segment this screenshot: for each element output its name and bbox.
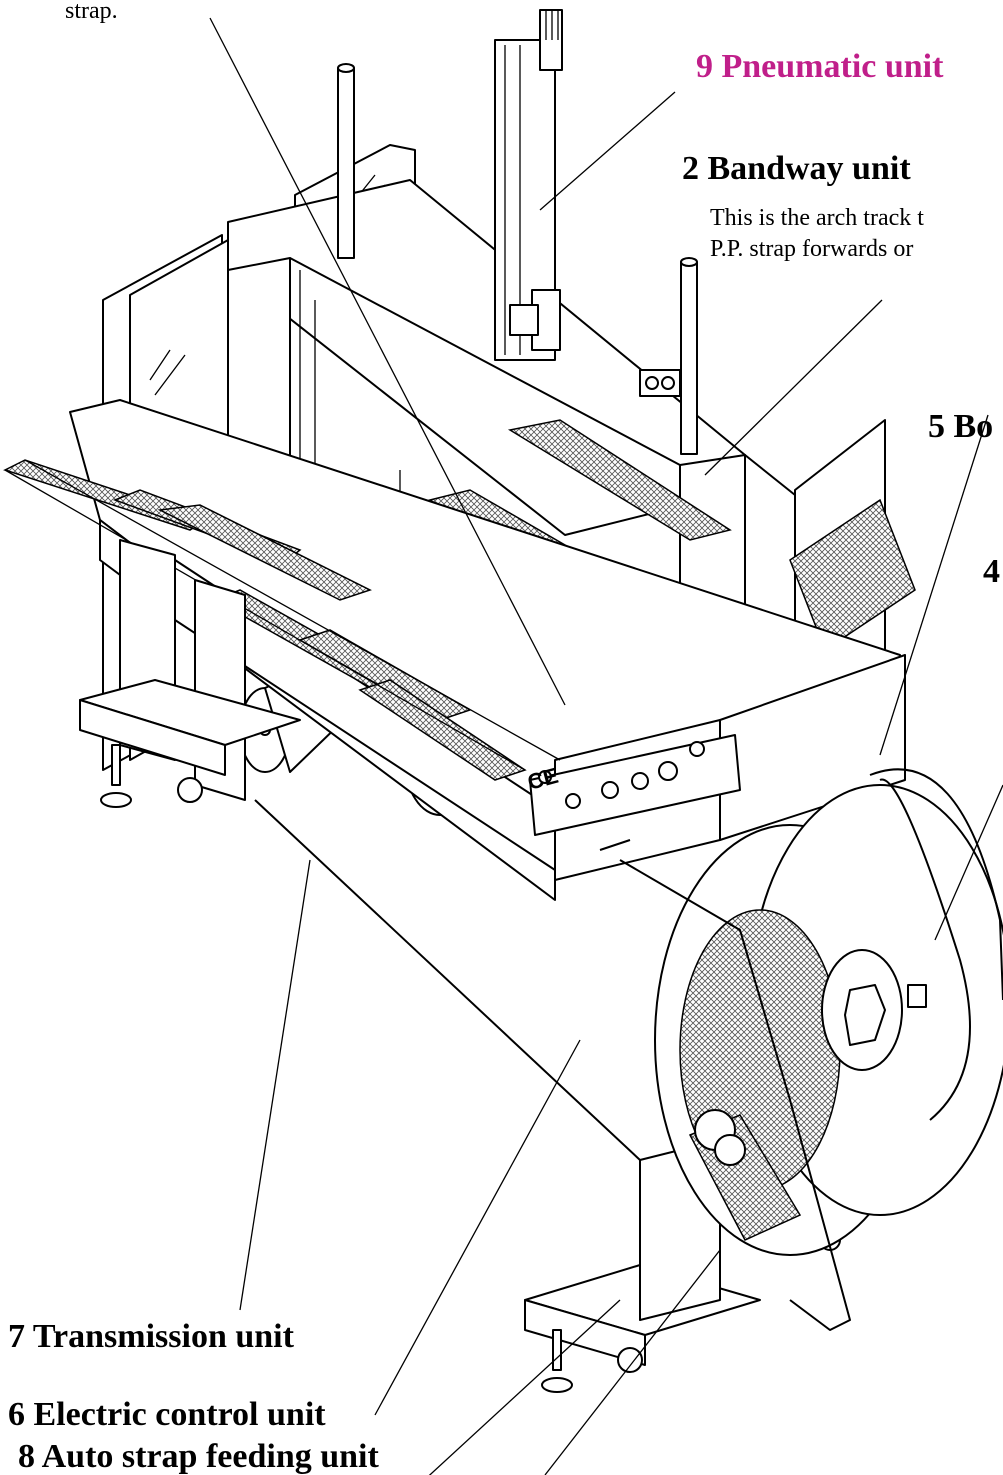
unit-4-label: 4 [983,553,1000,590]
top-fragment-label: strap. [65,0,118,24]
electric-control-unit-label: 6 Electric control unit [8,1396,326,1433]
auto-feed-mechanism [688,1109,802,1241]
pneumatic-cylinder [494,9,563,361]
transmission-unit-label: 7 Transmission unit [8,1318,294,1355]
table-strips [3,459,561,781]
bandway-desc-line-2: P.P. strap forwards or [710,236,914,262]
pneumatic-unit-label: 9 Pneumatic unit [696,48,944,85]
control-panel [538,741,705,809]
bandway-desc-line-1: This is the arch track t [710,205,924,231]
valve-fittings [639,369,681,397]
legs-casters [79,539,841,1393]
body-unit-label: 5 Bo [928,408,994,445]
leader-lines [209,17,1003,1475]
auto-strap-feeding-unit-label: 8 Auto strap feeding unit [18,1438,379,1475]
bandway-unit-label: 2 Bandway unit [682,150,911,187]
upright-poles [337,63,698,455]
